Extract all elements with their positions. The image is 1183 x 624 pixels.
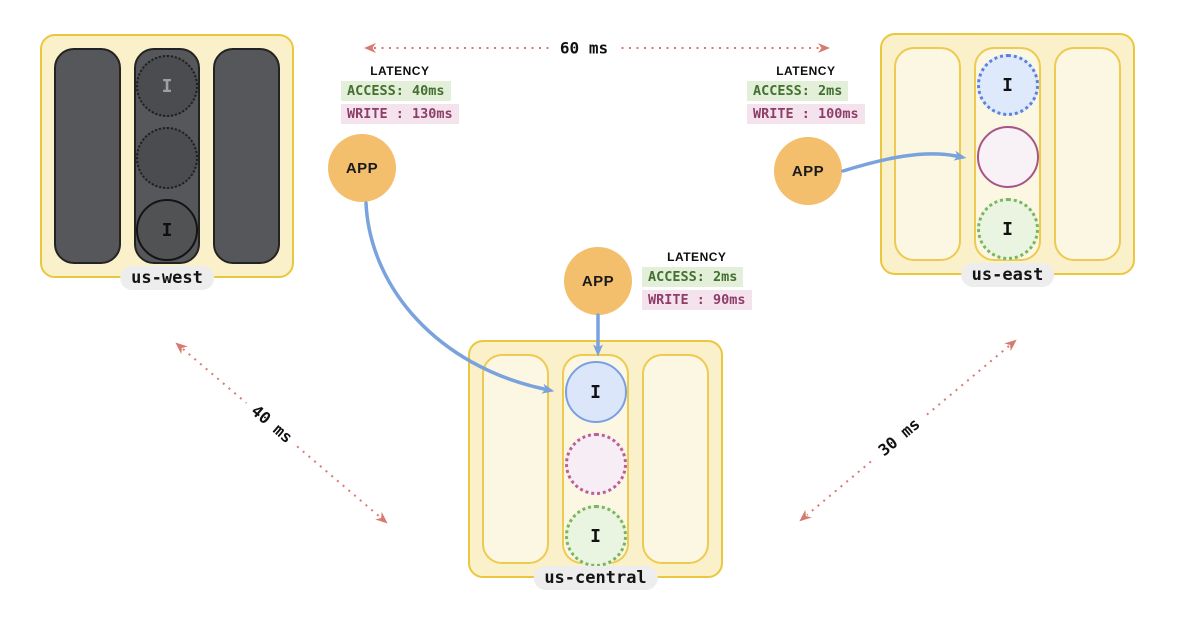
access-latency-badge: ACCESS: 40ms — [341, 81, 451, 102]
zone-column: I I — [974, 47, 1041, 261]
latency-title: LATENCY — [667, 250, 727, 264]
instance-node: I — [136, 199, 198, 261]
write-latency-badge: WRITE : 90ms — [642, 290, 752, 311]
link-latency-label-40ms: 40 ms — [240, 394, 304, 454]
instance-node — [564, 433, 627, 495]
zone-column — [642, 354, 709, 564]
instance-node — [976, 126, 1039, 188]
instance-node: I — [564, 505, 627, 567]
region-label-us-east: us-east — [960, 262, 1055, 287]
link-latency-label-30ms: 30 ms — [866, 407, 932, 467]
link-latency-label-60ms: 60 ms — [550, 37, 618, 59]
instance-letter: I — [590, 381, 601, 403]
zone-column — [894, 47, 961, 261]
write-latency-badge: WRITE : 130ms — [341, 104, 459, 125]
app-node-west: APP — [328, 134, 396, 202]
write-latency-badge: WRITE : 100ms — [747, 104, 865, 125]
instance-node: I — [136, 55, 198, 117]
latency-panel-central: LATENCY ACCESS: 2ms WRITE : 90ms — [642, 250, 752, 311]
zone-column — [213, 48, 281, 264]
access-latency-badge: ACCESS: 2ms — [642, 267, 744, 288]
instance-letter: I — [161, 219, 173, 241]
region-label-us-central: us-central — [533, 565, 658, 590]
zone-column — [482, 354, 549, 564]
zone-column — [1054, 47, 1121, 261]
zone-column: I I — [562, 354, 629, 567]
instance-node: I — [976, 198, 1039, 260]
instance-letter: I — [1002, 74, 1013, 96]
latency-title: LATENCY — [370, 64, 430, 78]
instance-node: I — [976, 54, 1039, 116]
region-us-central: I I us-central — [468, 340, 723, 590]
region-us-west: I I us-west — [40, 34, 294, 290]
instance-letter: I — [1002, 218, 1013, 240]
region-us-east: I I us-east — [880, 33, 1135, 287]
latency-panel-west: LATENCY ACCESS: 40ms WRITE : 130ms — [341, 64, 459, 125]
region-label-us-west: us-west — [120, 265, 214, 290]
instance-letter: I — [590, 525, 601, 547]
latency-title: LATENCY — [776, 64, 836, 78]
app-node-central: APP — [564, 247, 632, 315]
zone-column: I I — [133, 48, 201, 264]
zone-column — [54, 48, 121, 264]
instance-node — [136, 127, 198, 189]
instance-letter: I — [161, 75, 173, 97]
app-node-east: APP — [774, 137, 842, 205]
access-latency-badge: ACCESS: 2ms — [747, 81, 849, 102]
latency-panel-east: LATENCY ACCESS: 2ms WRITE : 100ms — [747, 64, 865, 125]
instance-node: I — [564, 361, 627, 423]
